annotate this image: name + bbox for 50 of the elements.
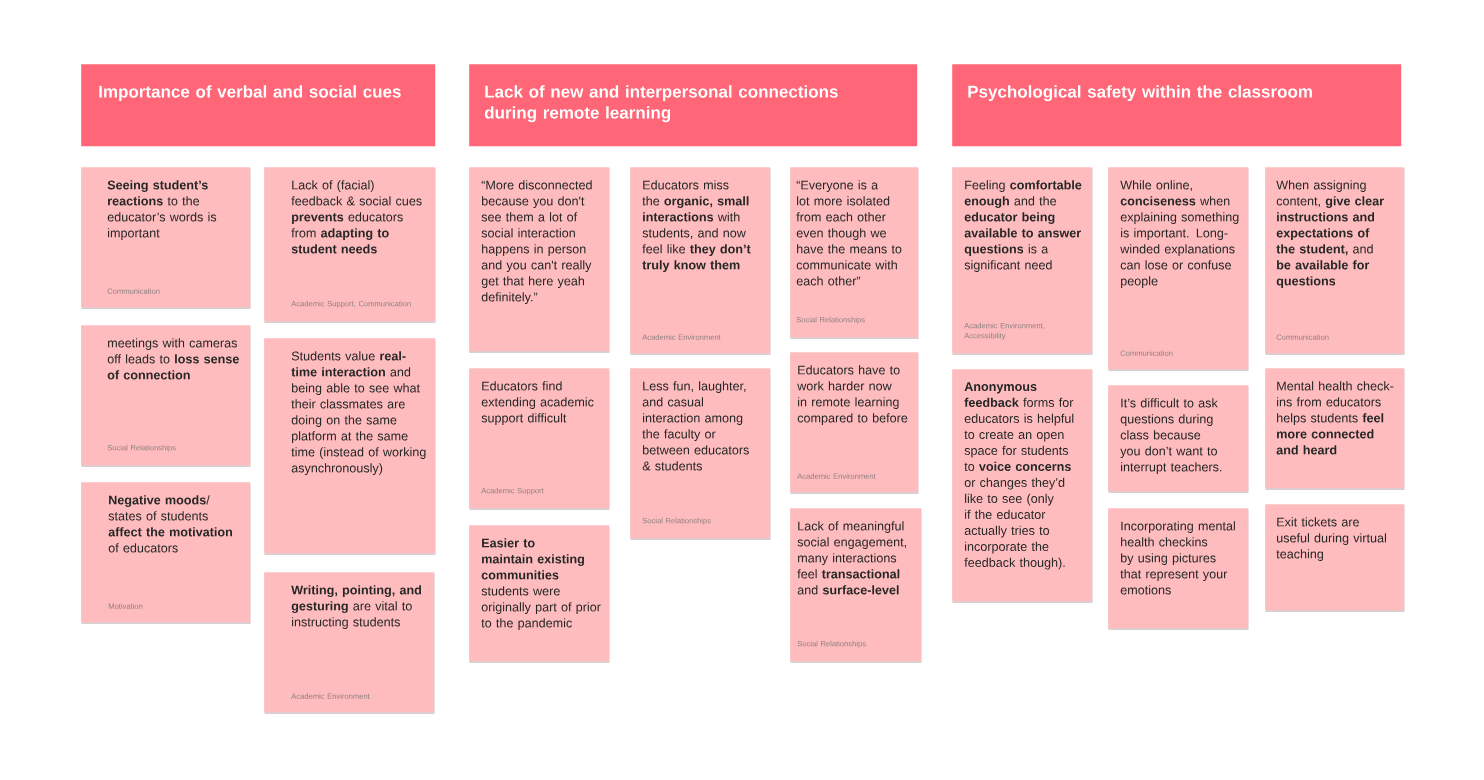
category-header xyxy=(81,64,436,147)
note-text: While online, conciseness when explaining something is important. Long-winded explanations can lose or confuse people xyxy=(1120,180,1239,288)
note-text: Feeling comfortable enough and the educator being available to answer questions is a significant need xyxy=(964,180,1082,272)
sticky-note xyxy=(952,167,1093,355)
sticky-note xyxy=(1265,167,1405,355)
sticky-note xyxy=(264,167,436,323)
sticky-note xyxy=(790,508,922,663)
note-text: Writing, pointing, and gesturing are vital to instructing students xyxy=(291,585,422,629)
note-text: It’s difficult to ask questions during class because you don’t want to interrupt teachers. xyxy=(1120,398,1222,474)
sticky-note xyxy=(630,167,771,355)
sticky-note xyxy=(952,369,1093,603)
sticky-note xyxy=(469,167,610,353)
note-text: Students value real-time interaction and being able to see what their classmates are doing on the same platform at the same time (instead of working asynchronously) xyxy=(291,351,426,475)
note-text: Educators miss the organic, small interactions with students, and now feel like they don’t truly know them xyxy=(642,180,751,272)
heading-text: Psychological safety within the classroom xyxy=(968,85,1312,102)
sticky-note xyxy=(790,352,919,494)
note-text: Seeing student’s reactions to the educator’s words is important xyxy=(107,180,217,240)
note-text: “Everyone is a lot more isolated from each other even though we have the means to communicate with each other” xyxy=(796,180,902,286)
sticky-note xyxy=(81,482,251,624)
sticky-note xyxy=(81,167,251,309)
note-text: Less fun, laughter, and casual interaction among the faculty or between educators & students xyxy=(642,381,749,471)
note-text: Lack of meaningful social engagement, many interactions feel transactional and surface-level xyxy=(797,521,906,595)
sticky-note xyxy=(630,368,771,540)
note-text: Mental health check-ins from educators helps students feel more connected and heard xyxy=(1276,381,1394,455)
note-text: meetings with cameras off leads to loss sense of connection xyxy=(107,338,239,380)
note-text: When assigning content, give clear instructions and expectations of the student, and be available for questions xyxy=(1276,180,1384,288)
heading-text: Lack of new and interpersonal connections during remote learning xyxy=(484,85,838,123)
note-text: Easier to maintain existing communities students were originally part of prior to the pandemic xyxy=(481,538,601,630)
sticky-note xyxy=(469,368,610,510)
note-text: Educators find extending academic support difficult xyxy=(481,381,594,425)
note-text: Educators have to work harder now in remote learning compared to before xyxy=(797,365,908,425)
sticky-note xyxy=(1108,508,1249,630)
sticky-note xyxy=(1265,504,1405,612)
heading-text: Importance of verbal and social cues xyxy=(99,85,401,102)
sticky-note xyxy=(790,167,919,339)
note-text: Lack of (facial) feedback & social cues prevents educators from adapting to student needs xyxy=(291,180,422,254)
sticky-note xyxy=(1108,385,1249,493)
note-text: Anonymous feedback forms for educators is helpful to create an open space for students to voice concerns or changes they’d like to see (only if the educator actually tries to incorporate the feedback though). xyxy=(964,382,1074,570)
note-text: “More disconnected because you don't see them a lot of social interaction happens in person and you can't really get that here yeah definitely.” xyxy=(481,180,592,304)
category-header xyxy=(952,64,1402,147)
note-text: Exit tickets are useful during virtual teaching xyxy=(1276,517,1386,561)
sticky-note xyxy=(1108,167,1249,371)
sticky-note xyxy=(1265,368,1405,490)
note-text: Incorporating mental health checkins by using pictures that represent your emotions xyxy=(1120,521,1235,595)
sticky-note xyxy=(81,325,251,467)
category-header xyxy=(469,64,918,147)
sticky-note xyxy=(264,338,436,555)
sticky-note xyxy=(469,525,610,663)
note-text: Negative moods/ states of students affect the motivation of educators xyxy=(108,495,232,553)
sticky-note xyxy=(264,572,435,714)
